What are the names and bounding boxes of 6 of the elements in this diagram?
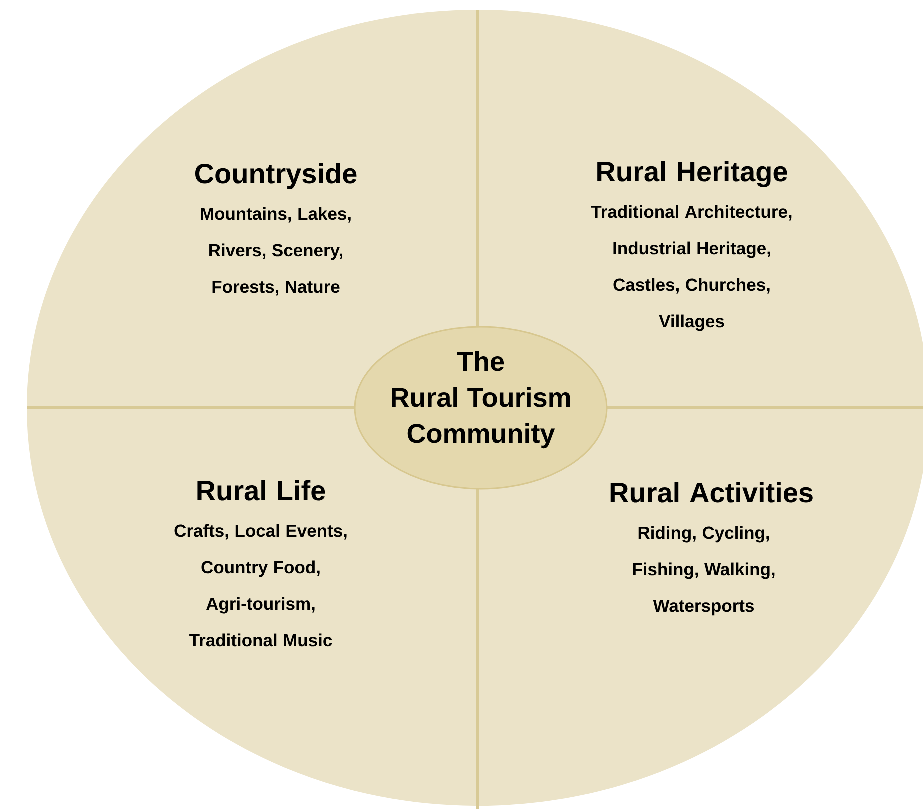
center-label: The Rural Tourism Community xyxy=(392,351,570,449)
quadrant-text: Rural Life Crafts, Local Events, Country Food, Agri-tourism, Traditional Music xyxy=(174,480,347,647)
quadrant-text: Rural Activities Riding, Cycling, Fishing, Walking, Watersports xyxy=(610,482,813,616)
quadrant-text: Countryside Mountains, Lakes, Rivers, Scenery, Forests, Nature xyxy=(195,163,357,296)
center-ellipse xyxy=(354,326,608,490)
quadrant-text: Rural Heritage Traditional Architecture, Industrial Heritage, Castles, Churches, Villages xyxy=(591,161,792,332)
